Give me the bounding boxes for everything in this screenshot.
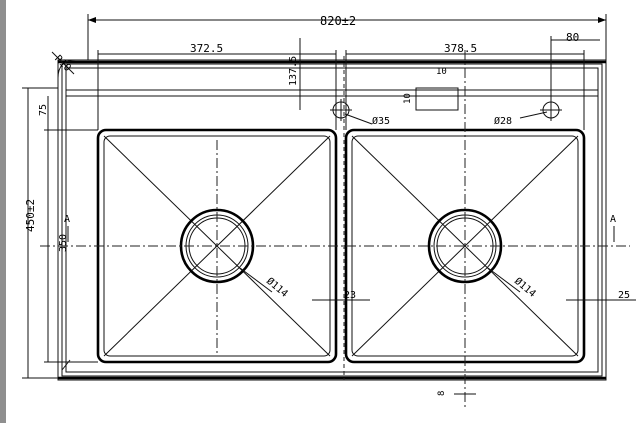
- bracket-right-label: 10: [436, 67, 447, 77]
- center-lines: [40, 50, 630, 410]
- back-ledge-label: 75: [38, 104, 49, 116]
- section-marker-right: A: [610, 214, 616, 225]
- overall-width-label: 820±2: [320, 14, 356, 28]
- depth-right-label: 25: [618, 290, 630, 301]
- tap-hole-x-label: 80: [566, 31, 579, 44]
- dimension-tap-x: [550, 36, 600, 100]
- tap-hole-offset-label: 137.5: [288, 56, 299, 86]
- left-border-strip: [0, 0, 6, 423]
- sink-outline: [57, 59, 607, 381]
- overall-height-label: 450±2: [24, 199, 37, 232]
- bracket-small-label: 10: [403, 93, 413, 104]
- radius-label: R10: [52, 54, 73, 75]
- bowl-depth-label: 350: [58, 234, 69, 252]
- left-bowl-width-label: 372.5: [190, 42, 223, 55]
- depth-mid-label: 23: [344, 290, 356, 301]
- radius-leader: [51, 51, 75, 75]
- dimension-overall-height: [22, 87, 98, 379]
- dimension-bowl-widths: [97, 50, 585, 130]
- tap-hole-diameter-left-label: Ø35: [372, 115, 390, 127]
- tap-hole-diameter-right-label: Ø28: [494, 115, 512, 127]
- section-marker-left: A: [64, 214, 70, 225]
- right-bowl-width-label: 378.5: [444, 42, 477, 55]
- dimension-overall-width: [87, 14, 607, 60]
- bottom-offset-label: 8: [437, 391, 447, 396]
- tap-holes: [330, 87, 562, 121]
